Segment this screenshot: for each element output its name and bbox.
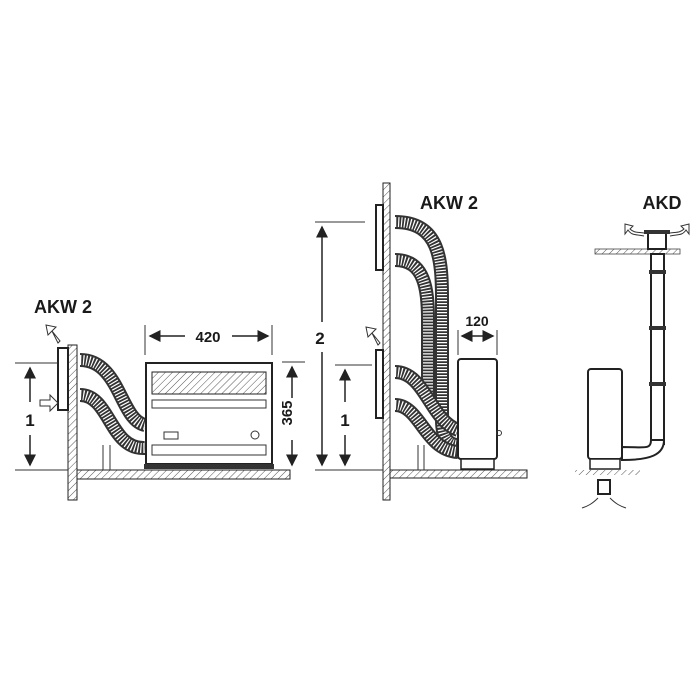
- roof-terminal: [644, 230, 670, 250]
- width-dim-label: 420: [195, 329, 220, 346]
- depth-dim-label: 120: [465, 313, 489, 329]
- left-installation: 420 365 1 AKW 2: [15, 297, 305, 501]
- exhaust-arrow-left-icon: [624, 223, 645, 237]
- floor: [76, 469, 291, 480]
- heater-narrow: [457, 358, 502, 470]
- flexible-hoses: [393, 215, 462, 470]
- floor-terminal: [581, 479, 627, 509]
- model-label: AKW 2: [34, 297, 92, 317]
- wall-terminal: [57, 347, 69, 411]
- depth-dimension: 120: [457, 313, 498, 355]
- floor: [389, 469, 528, 479]
- height-dimension: 365: [279, 361, 305, 467]
- exhaust-arrow-right-icon: [669, 223, 690, 237]
- air-in-arrow-icon: [39, 393, 59, 413]
- level-1-dimension: 1: [335, 364, 372, 467]
- wall: [67, 344, 78, 501]
- lower-terminal: [375, 349, 384, 419]
- ceiling: [594, 248, 681, 255]
- width-dimension: 420: [144, 325, 273, 355]
- level-1-label: 1: [340, 411, 349, 430]
- floor: [575, 470, 640, 475]
- heater-grille: [151, 371, 267, 395]
- level-label: 1: [25, 411, 34, 430]
- height-dim-label: 365: [279, 400, 296, 425]
- vertical-flue-pipe: [621, 253, 666, 462]
- heater-narrow: [587, 368, 623, 470]
- middle-installation: 120 2 1 AKW 2: [315, 182, 528, 501]
- exhaust-arrow-icon: [45, 324, 61, 344]
- upper-terminal: [375, 204, 384, 271]
- model-label: AKD: [643, 193, 682, 213]
- level-dimension: 1: [15, 362, 68, 471]
- model-label: AKW 2: [420, 193, 478, 213]
- exhaust-arrows-down-icon: [581, 497, 627, 509]
- level-2-label: 2: [315, 329, 324, 348]
- exhaust-arrow-icon: [365, 326, 381, 346]
- right-installation: AKD: [575, 193, 690, 509]
- flexible-hoses: [78, 353, 148, 470]
- heater-wide: [144, 362, 274, 469]
- wall: [382, 182, 391, 501]
- level-2-dimension: 2: [315, 221, 383, 471]
